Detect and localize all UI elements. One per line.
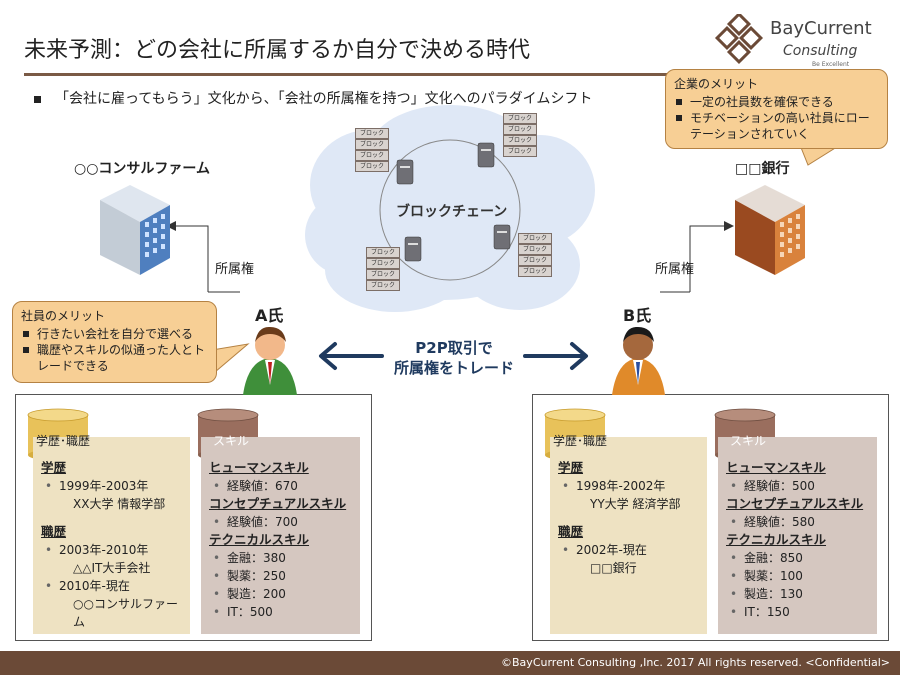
- block: ブロック: [355, 128, 389, 139]
- callout-item: 一定の社員数を確保できる: [674, 94, 879, 110]
- block: ブロック: [518, 255, 552, 266]
- career-period: 2002年-現在: [558, 541, 699, 559]
- employee-benefits-callout: 社員のメリット 行きたい会社を自分で選べる 職歴やスキルの似通った人とトレードで…: [12, 301, 217, 383]
- technical-skill-heading: テクニカルスキル: [726, 532, 827, 547]
- career-detail: ○○コンサルファーム: [73, 597, 178, 629]
- subtitle-bullet: 「会社に雇ってもらう」文化から、「会社の所属権を持つ」文化へのパラダイムシフト: [34, 88, 592, 108]
- conceptual-skill-value: 経験値：580: [726, 513, 869, 531]
- technical-skill-value: 製造：200: [209, 585, 352, 603]
- career-period: 2010年-現在: [41, 577, 182, 595]
- title-divider: [24, 73, 880, 76]
- block: ブロック: [503, 135, 537, 146]
- callout-heading: 社員のメリット: [21, 309, 106, 323]
- profile-b-education-card: 学歴 1998年-2002年 YY大学 経済学部 職歴 2002年-現在 □□銀…: [550, 437, 707, 634]
- person-a-name: A氏: [255, 306, 284, 325]
- education-period: 1998年-2002年: [558, 477, 699, 495]
- career-period: 2003年-2010年: [41, 541, 182, 559]
- baycurrent-logo-icon: [714, 14, 764, 65]
- education-heading: 学歴: [558, 460, 584, 475]
- arrowhead-right: [724, 221, 734, 231]
- education-period: 1999年-2003年: [41, 477, 182, 495]
- block: ブロック: [366, 247, 400, 258]
- technical-skill-value: IT：150: [726, 603, 869, 621]
- block: ブロック: [366, 280, 400, 291]
- block: ブロック: [518, 244, 552, 255]
- blockchain-ring: [379, 139, 521, 281]
- technical-skill-value: 製薬：100: [726, 567, 869, 585]
- block: ブロック: [503, 146, 537, 157]
- profile-a-skill-card: ヒューマンスキル 経験値：670 コンセプチュアルスキル 経験値：700 テクニ…: [201, 437, 360, 634]
- person-a-icon: [243, 326, 297, 395]
- conceptual-skill-heading: コンセプチュアルスキル: [209, 496, 347, 511]
- company-benefits-callout: 企業のメリット 一定の社員数を確保できる モチベーションの高い社員にローテーショ…: [665, 69, 888, 149]
- block: ブロック: [518, 266, 552, 277]
- education-cylinder-label: 学歴･職歴: [36, 434, 91, 448]
- profile-b-skill-card: ヒューマンスキル 経験値：500 コンセプチュアルスキル 経験値：580 テクニ…: [718, 437, 877, 634]
- education-cylinder-label: 学歴･職歴: [553, 434, 608, 448]
- block: ブロック: [355, 150, 389, 161]
- callout-heading: 企業のメリット: [674, 77, 759, 91]
- career-heading: 職歴: [41, 524, 67, 539]
- p2p-line1: P2P取引で: [415, 339, 493, 357]
- person-b-name: B氏: [623, 306, 652, 325]
- skill-cylinder-label: スキル: [730, 434, 767, 448]
- p2p-line2: 所属権をトレード: [393, 359, 514, 377]
- footer-bar: [0, 651, 900, 675]
- block: ブロック: [355, 161, 389, 172]
- logo-wordmark: BayCurrent: [770, 18, 872, 39]
- bank-building-icon: [735, 185, 805, 275]
- block: ブロック: [503, 124, 537, 135]
- block-stack: ブロック ブロック ブロック ブロック: [518, 233, 552, 277]
- human-skill-value: 経験値：670: [209, 477, 352, 495]
- person-b-icon: [612, 326, 665, 395]
- conceptual-skill-value: 経験値：700: [209, 513, 352, 531]
- career-detail: △△IT大手会社: [73, 561, 151, 575]
- human-skill-heading: ヒューマンスキル: [726, 460, 826, 475]
- block-stack: ブロック ブロック ブロック ブロック: [503, 113, 537, 157]
- block: ブロック: [355, 139, 389, 150]
- technical-skill-value: 製薬：250: [209, 567, 352, 585]
- bullet-square-icon: [34, 95, 41, 103]
- copyright-text: ©BayCurrent Consulting ,Inc. 2017 All ri…: [501, 656, 890, 669]
- career-detail: □□銀行: [590, 561, 637, 575]
- callout-item: モチベーションの高い社員にローテーションされていく: [674, 110, 879, 142]
- education-heading: 学歴: [41, 460, 67, 475]
- trade-arrows: [319, 342, 588, 370]
- block: ブロック: [366, 269, 400, 280]
- human-skill-value: 経験値：500: [726, 477, 869, 495]
- profile-a-education-card: 学歴 1999年-2003年 XX大学 情報学部 職歴 2003年-2010年 …: [33, 437, 190, 634]
- logo-tagline: Be Excellent: [812, 61, 850, 68]
- technical-skill-heading: テクニカルスキル: [209, 532, 310, 547]
- block: ブロック: [518, 233, 552, 244]
- page-title: 未来予測：どの会社に所属するか自分で決める時代: [24, 38, 531, 63]
- conceptual-skill-heading: コンセプチュアルスキル: [726, 496, 864, 511]
- technical-skill-value: IT：500: [209, 603, 352, 621]
- human-skill-heading: ヒューマンスキル: [209, 460, 309, 475]
- consulting-building-icon: [100, 185, 170, 275]
- ownership-label-left: 所属権: [215, 262, 255, 277]
- block: ブロック: [366, 258, 400, 269]
- technical-skill-value: 金融：380: [209, 549, 352, 567]
- ownership-label-right: 所属権: [655, 262, 695, 277]
- block: ブロック: [503, 113, 537, 124]
- skill-cylinder-label: スキル: [213, 434, 250, 448]
- logo-subtitle: Consulting: [783, 43, 858, 59]
- technical-skill-value: 金融：850: [726, 549, 869, 567]
- block-stack: ブロック ブロック ブロック ブロック: [366, 247, 400, 291]
- education-detail: YY大学 経済学部: [590, 497, 681, 511]
- arrowhead-left: [166, 221, 176, 231]
- education-detail: XX大学 情報学部: [73, 497, 166, 511]
- bank-label: □□銀行: [735, 161, 790, 177]
- ownership-connectors: [172, 225, 728, 293]
- consulting-firm-label: ○○コンサルファーム: [74, 161, 211, 177]
- subtitle-text: 「会社に雇ってもらう」文化から、「会社の所属権を持つ」文化へのパラダイムシフト: [55, 91, 593, 107]
- callout-item: 職歴やスキルの似通った人とトレードできる: [21, 342, 208, 374]
- p2p-trade-label: P2P取引で 所属権をトレード: [384, 338, 524, 378]
- career-heading: 職歴: [558, 524, 584, 539]
- technical-skill-value: 製造：130: [726, 585, 869, 603]
- callout-item: 行きたい会社を自分で選べる: [21, 326, 208, 342]
- block-stack: ブロック ブロック ブロック ブロック: [355, 128, 389, 172]
- blockchain-label: ブロックチェーン: [396, 204, 508, 220]
